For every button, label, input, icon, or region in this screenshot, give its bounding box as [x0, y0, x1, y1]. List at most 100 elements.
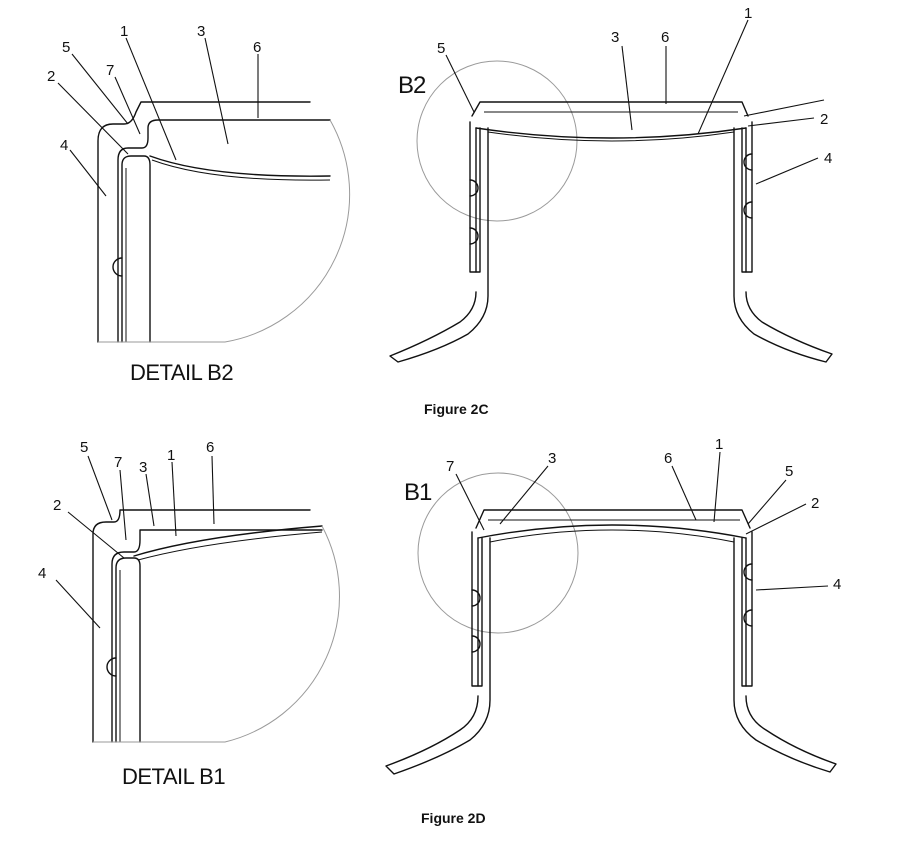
leader-7 [114, 76, 141, 135]
label-5: 5 [62, 39, 70, 56]
membrane-inner [487, 131, 735, 142]
detail-b1-view: 1 2 3 4 5 6 7 DETAIL B1 [38, 439, 340, 789]
label-2: 2 [811, 495, 819, 512]
leader-lid-edge [743, 99, 825, 117]
right-sleeve [733, 127, 833, 363]
label-5: 5 [437, 40, 445, 57]
left-notch-1 [469, 179, 479, 197]
detail-b2-view: 1 2 3 4 5 6 7 DETAIL B2 [47, 23, 351, 385]
leader-4 [755, 157, 819, 185]
leader-1 [125, 37, 177, 161]
figure-caption: Figure 2C [424, 401, 489, 417]
right-notch-1 [743, 153, 753, 171]
leader-1 [713, 451, 721, 523]
leader-4 [755, 585, 829, 591]
detail-b1-leaders [55, 455, 215, 629]
figure-2c-view: B2 1 2 3 4 5 6 [389, 5, 833, 417]
label-4: 4 [833, 576, 841, 593]
membrane-inner [489, 529, 735, 543]
label-6: 6 [661, 29, 669, 46]
leader-5 [87, 455, 113, 521]
right-notch-1 [743, 563, 753, 581]
leader-7 [119, 469, 127, 541]
detail-b2-labels: 1 2 3 4 5 6 7 [47, 23, 261, 154]
right-notch-2 [743, 201, 753, 219]
leader-3 [499, 465, 549, 525]
label-5: 5 [785, 463, 793, 480]
label-4: 4 [38, 565, 46, 582]
detail-b1-outer-wall [92, 509, 311, 743]
label-6: 6 [664, 450, 672, 467]
figure-2d-leaders [455, 451, 829, 591]
leader-2 [67, 511, 125, 559]
detail-caption: DETAIL B1 [122, 764, 225, 789]
leader-5 [445, 54, 475, 113]
label-2: 2 [53, 497, 61, 514]
leader-1 [171, 461, 177, 537]
right-wall [741, 121, 753, 273]
leader-6 [211, 455, 215, 525]
leader-3 [204, 37, 229, 145]
leader-3 [621, 45, 633, 131]
detail-b2-circle [416, 60, 578, 222]
leader-2 [747, 117, 815, 127]
leader-4 [55, 579, 101, 629]
figure-2d-labels: 1 2 3 4 5 6 7 [446, 436, 841, 593]
detail-tag: B2 [398, 72, 426, 99]
detail-b2-sleeve [121, 155, 151, 343]
leader-5 [747, 479, 787, 525]
detail-b2-notch [112, 257, 123, 277]
leader-4 [69, 149, 107, 197]
label-4: 4 [60, 137, 68, 154]
label-2: 2 [820, 111, 828, 128]
label-3: 3 [611, 29, 619, 46]
leader-6 [671, 465, 697, 521]
leader-2 [57, 82, 129, 155]
label-5: 5 [80, 439, 88, 456]
detail-b2-membrane-inner [151, 159, 331, 181]
detail-b2-membrane [149, 155, 331, 177]
membrane [475, 127, 747, 139]
label-6: 6 [206, 439, 214, 456]
left-wall [469, 121, 481, 273]
detail-b1-membrane-inner [137, 531, 323, 561]
label-1: 1 [744, 5, 752, 22]
label-6: 6 [253, 39, 261, 56]
figure-2c-leaders [445, 19, 825, 185]
label-3: 3 [548, 450, 556, 467]
leader-1 [697, 19, 749, 135]
detail-tag: B1 [404, 479, 432, 506]
right-sleeve [733, 537, 837, 773]
figure-2c-labels: 1 2 3 4 5 6 [437, 5, 832, 167]
detail-b1-circle [417, 472, 579, 634]
label-2: 2 [47, 68, 55, 85]
membrane [477, 524, 747, 539]
left-notch-2 [469, 227, 479, 245]
left-notch-1 [471, 589, 481, 607]
label-4: 4 [824, 150, 832, 167]
left-sleeve [389, 127, 489, 363]
figure-2d-view: B1 1 2 3 4 5 6 [385, 436, 841, 826]
right-notch-2 [743, 609, 753, 627]
right-wall [741, 531, 753, 687]
label-7: 7 [114, 454, 122, 471]
label-1: 1 [120, 23, 128, 40]
leader-3 [145, 473, 155, 527]
left-notch-2 [471, 635, 481, 653]
left-wall [471, 531, 483, 687]
leader-5 [71, 53, 129, 125]
lid [475, 509, 751, 529]
detail-b1-notch [106, 657, 117, 677]
label-7: 7 [446, 458, 454, 475]
label-3: 3 [139, 459, 147, 476]
label-3: 3 [197, 23, 205, 40]
label-7: 7 [106, 62, 114, 79]
detail-b2-inner-wall [117, 119, 331, 343]
leader-7 [455, 473, 485, 531]
detail-b1-sleeve [115, 557, 141, 743]
lid [471, 101, 749, 117]
left-sleeve [385, 537, 491, 775]
detail-b1-membrane [133, 525, 323, 557]
detail-b1-boundary [93, 525, 340, 743]
